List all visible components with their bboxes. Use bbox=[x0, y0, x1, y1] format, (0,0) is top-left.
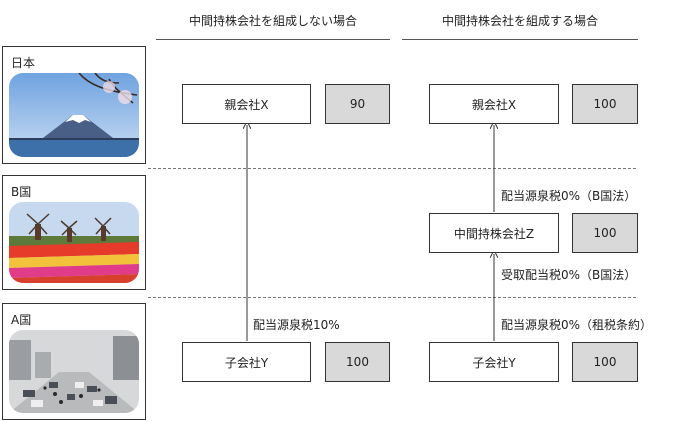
right-tax-note-middle: 受取配当税0%（B国法） bbox=[501, 268, 637, 282]
country-panel-japan: 日本 bbox=[2, 46, 146, 164]
left-tax-note: 配当源泉税10% bbox=[253, 318, 340, 332]
mount-fuji-photo bbox=[9, 73, 139, 157]
right-subsidiary-y-box: 子会社Y bbox=[429, 342, 559, 382]
right-tax-note-bottom: 配当源泉税0%（租税条約） bbox=[501, 318, 653, 332]
left-subsidiary-y-value: 100 bbox=[325, 342, 390, 382]
header-without-holding: 中間持株会社を組成しない場合 bbox=[188, 14, 357, 28]
country-label-japan: 日本 bbox=[11, 56, 36, 70]
country-panel-b: B国 bbox=[2, 175, 146, 290]
left-subsidiary-y-box: 子会社Y bbox=[182, 342, 311, 382]
header-underline-left bbox=[156, 39, 390, 40]
left-parent-x-box: 親会社X bbox=[182, 84, 311, 124]
separator-b-a bbox=[148, 297, 636, 298]
country-panel-a: A国 bbox=[2, 303, 146, 420]
country-label-b: B国 bbox=[11, 185, 32, 199]
city-street-photo bbox=[9, 330, 139, 413]
windmills-tulips-photo bbox=[9, 202, 139, 283]
header-with-holding: 中間持株会社を組成する場合 bbox=[441, 14, 598, 28]
header-underline-right bbox=[402, 39, 638, 40]
right-parent-x-box: 親会社X bbox=[429, 84, 559, 124]
right-subsidiary-y-value: 100 bbox=[572, 342, 638, 382]
right-parent-x-value: 100 bbox=[572, 84, 638, 124]
right-intermediate-z-box: 中間持株会社Z bbox=[429, 213, 559, 253]
separator-japan-b bbox=[148, 168, 636, 169]
right-intermediate-z-value: 100 bbox=[572, 213, 638, 253]
country-label-a: A国 bbox=[11, 313, 32, 327]
left-parent-x-value: 90 bbox=[325, 84, 390, 124]
right-tax-note-top: 配当源泉税0%（B国法） bbox=[501, 189, 637, 203]
